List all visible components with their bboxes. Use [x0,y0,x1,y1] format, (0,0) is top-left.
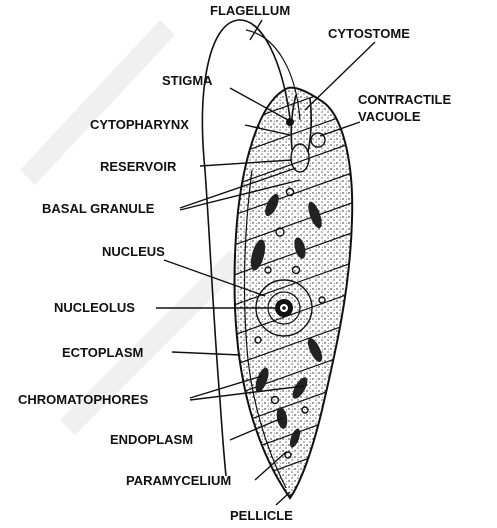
label-flagellum: FLAGELLUM [210,3,290,18]
label-ectoplasm: ECTOPLASM [62,345,143,360]
label-chromatophores: CHROMATOPHORES [18,392,149,407]
label-contractile: CONTRACTILE [358,92,451,107]
label-vacuole: VACUOLE [358,109,421,124]
label-cytostome: CYTOSTOME [328,26,410,41]
euglena-body [220,80,360,520]
label-endoplasm: ENDOPLASM [110,432,193,447]
label-cytopharynx: CYTOPHARYNX [90,117,189,132]
label-basal-granule: BASAL GRANULE [42,201,155,216]
label-pellicle: PELLICLE [230,508,293,523]
label-nucleus: NUCLEUS [102,244,165,259]
label-paramycelium: PARAMYCELIUM [126,473,231,488]
label-stigma: STIGMA [162,73,213,88]
label-nucleolus: NUCLEOLUS [54,300,135,315]
label-reservoir: RESERVOIR [100,159,177,174]
